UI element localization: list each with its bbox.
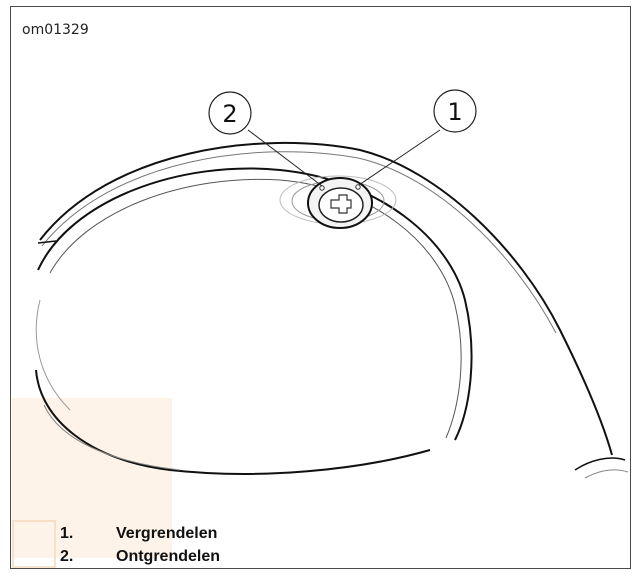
callout-2-number: 2	[222, 100, 237, 128]
callout-1-leader	[359, 130, 440, 185]
tank-inner-rim	[50, 179, 461, 438]
tank-side-curve-a	[36, 370, 430, 474]
legend-item-number: 1.	[60, 525, 116, 543]
legend: 1. Vergrendelen 2. Ontgrendelen	[60, 522, 220, 568]
legend-item-number: 2.	[60, 548, 116, 566]
tank-side-curve-b	[44, 405, 180, 470]
tank-right-lip-b	[585, 470, 628, 478]
tank-inner-outline	[38, 168, 472, 440]
cap-inner	[319, 188, 363, 222]
tank-right-lip	[575, 458, 625, 470]
legend-item: 2. Ontgrendelen	[60, 545, 220, 568]
callout-2-leader	[248, 130, 322, 186]
legend-item-label: Ontgrendelen	[116, 548, 220, 566]
tank-left-stub	[38, 241, 56, 243]
legend-item-label: Vergrendelen	[116, 525, 217, 543]
lock-mark-unlock	[320, 186, 324, 190]
lock-mark-lock	[356, 185, 360, 189]
legend-item: 1. Vergrendelen	[60, 522, 220, 545]
callout-1-number: 1	[447, 98, 462, 126]
